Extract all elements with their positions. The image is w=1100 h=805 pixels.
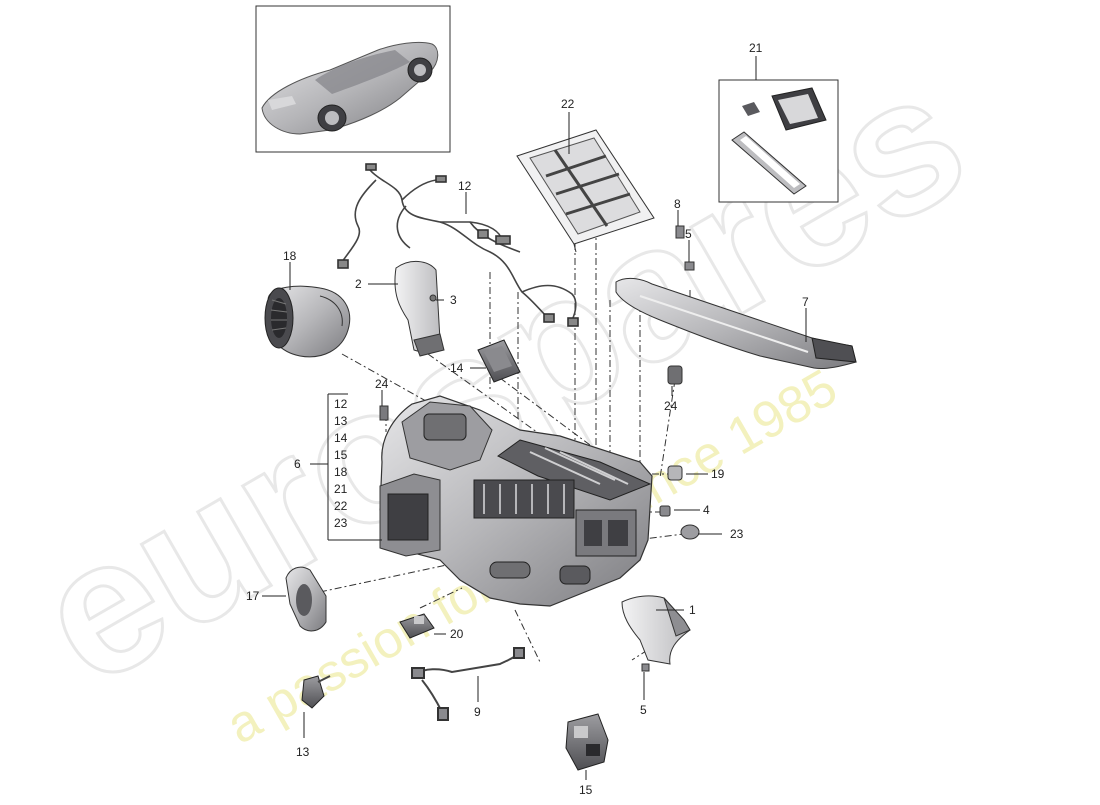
group-6-item: 15 bbox=[334, 448, 348, 462]
watermark: eurospares a passion for parts since 198… bbox=[3, 28, 999, 755]
callout-19[interactable]: 19 bbox=[711, 467, 725, 481]
part-22-cabin-filter bbox=[516, 129, 655, 253]
group-6-item: 18 bbox=[334, 465, 348, 479]
car-illustration bbox=[261, 41, 439, 135]
callout-12[interactable]: 12 bbox=[458, 179, 472, 193]
group-6-item: 13 bbox=[334, 414, 348, 428]
callout-3[interactable]: 3 bbox=[450, 293, 457, 307]
group-6-item: 12 bbox=[334, 397, 348, 411]
fasteners bbox=[379, 225, 700, 672]
part-18-blower-motor bbox=[264, 285, 351, 358]
part-13-temperature-sensor bbox=[301, 675, 331, 709]
group-6-item: 23 bbox=[334, 516, 348, 530]
part-7-air-channel bbox=[615, 277, 857, 369]
part-9-sensor-lead bbox=[411, 647, 525, 721]
part-2-air-duct bbox=[394, 261, 445, 357]
callout-20[interactable]: 20 bbox=[450, 627, 464, 641]
callout-leaders bbox=[262, 56, 807, 780]
group-6-item: 14 bbox=[334, 431, 348, 445]
group-6-item: 22 bbox=[334, 499, 348, 513]
part-15-switch-unit bbox=[565, 713, 609, 771]
callout-1[interactable]: 1 bbox=[689, 603, 696, 617]
callout-5-upper[interactable]: 5 bbox=[685, 227, 692, 241]
part-6-hvac-housing bbox=[379, 395, 653, 607]
vehicle-thumbnail bbox=[255, 5, 451, 153]
callout-21[interactable]: 21 bbox=[749, 41, 763, 55]
callout-24-left[interactable]: 24 bbox=[375, 377, 389, 391]
callout-22[interactable]: 22 bbox=[561, 97, 575, 111]
callout-4[interactable]: 4 bbox=[703, 503, 710, 517]
callout-labels: 21 22 12 8 5 18 2 3 7 14 24 24 6 19 4 23… bbox=[246, 41, 809, 797]
callout-17[interactable]: 17 bbox=[246, 589, 260, 603]
part-17-air-flap bbox=[285, 566, 327, 632]
callout-23[interactable]: 23 bbox=[730, 527, 744, 541]
callout-2[interactable]: 2 bbox=[355, 277, 362, 291]
callout-15[interactable]: 15 bbox=[579, 783, 593, 797]
callout-14[interactable]: 14 bbox=[450, 361, 464, 375]
callout-6[interactable]: 6 bbox=[294, 457, 301, 471]
callout-24-right[interactable]: 24 bbox=[664, 399, 678, 413]
callout-8[interactable]: 8 bbox=[674, 197, 681, 211]
group-6-contents-list: 12 13 14 15 18 21 22 23 bbox=[334, 397, 348, 530]
callout-9[interactable]: 9 bbox=[474, 705, 481, 719]
part-14-control-module bbox=[477, 339, 521, 383]
callout-7[interactable]: 7 bbox=[802, 295, 809, 309]
part-12-wiring-harness bbox=[337, 163, 579, 327]
part-21-seal-kit bbox=[718, 79, 839, 203]
callout-5-lower[interactable]: 5 bbox=[640, 703, 647, 717]
part-1-footwell-duct bbox=[621, 595, 691, 665]
group-6-item: 21 bbox=[334, 482, 348, 496]
callout-18[interactable]: 18 bbox=[283, 249, 297, 263]
callout-13[interactable]: 13 bbox=[296, 745, 310, 759]
part-20-sensor bbox=[399, 613, 435, 639]
